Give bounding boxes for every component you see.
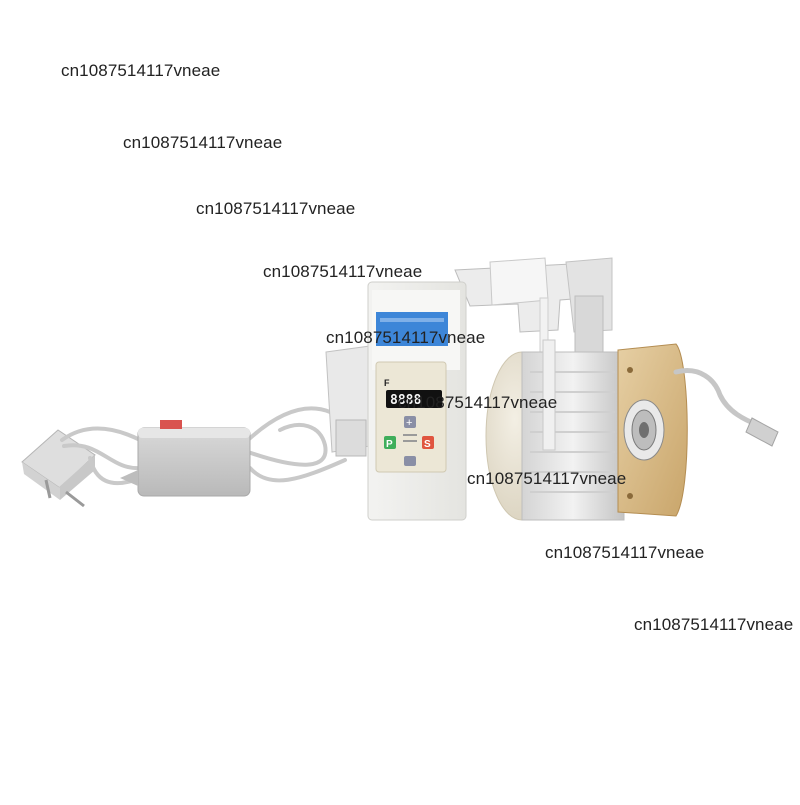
- side-bracket: [325, 345, 371, 457]
- p-key: [384, 436, 396, 449]
- watermark-text: cn1087514117vneae: [123, 133, 283, 152]
- junction-box: [120, 420, 251, 497]
- s-key: [422, 436, 434, 449]
- power-plug-icon: [21, 429, 96, 508]
- motor-image: [485, 339, 688, 521]
- watermark-text: cn1087514117vneae: [326, 328, 486, 347]
- watermark-text: cn1087514117vneae: [61, 61, 221, 80]
- plus-key: [404, 416, 416, 428]
- control-box-image: F 8888 + P S: [367, 281, 467, 521]
- led-display-reading: 8888: [390, 393, 421, 408]
- watermark-text: cn1087514117vneae: [545, 543, 705, 562]
- watermark-text: cn1087514117vneae: [196, 199, 356, 218]
- watermark-text: cn1087514117vneae: [467, 469, 627, 488]
- motor-cable: [673, 368, 779, 447]
- svg-text:+: +: [406, 417, 412, 429]
- watermark-text: cn1087514117vneae: [634, 615, 794, 634]
- watermark-text: cn1087514117vneae: [263, 262, 423, 281]
- svg-text:S: S: [424, 439, 431, 450]
- led-display: [386, 390, 442, 408]
- svg-text:P: P: [386, 439, 393, 450]
- panel-blue-label: [376, 312, 448, 346]
- watermark-text: cn1087514117vneae: [398, 393, 558, 412]
- panel-logo: F: [384, 378, 390, 388]
- mounting-bracket: [454, 257, 613, 441]
